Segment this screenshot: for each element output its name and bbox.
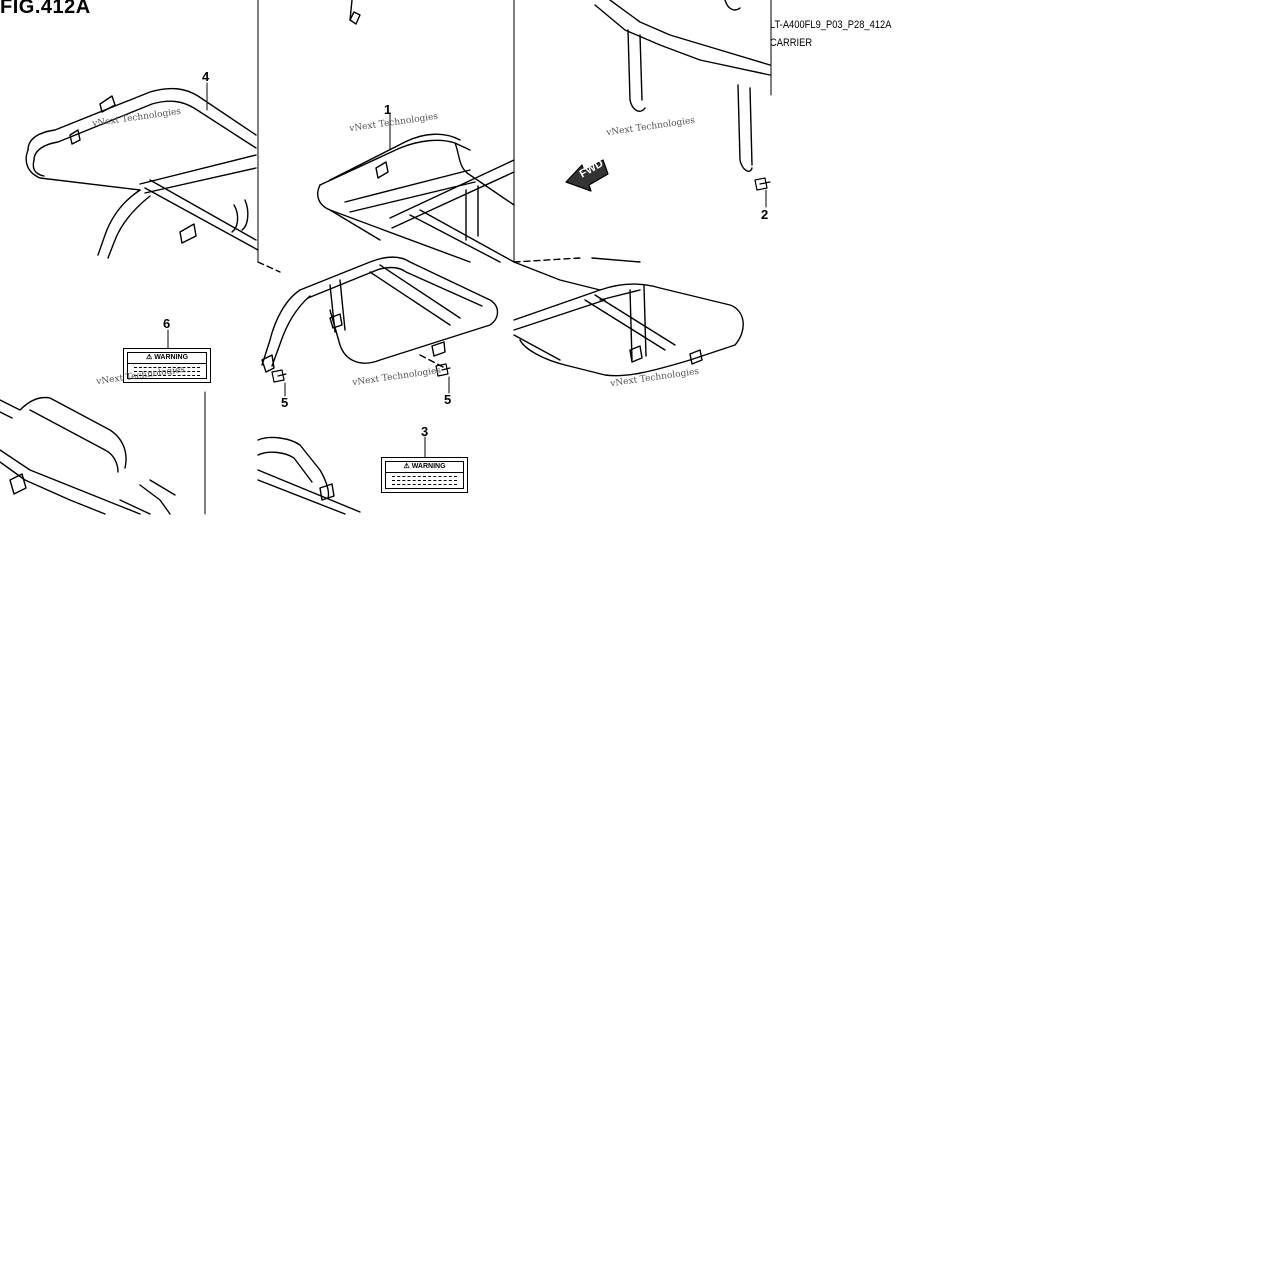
warning-label-part-3[interactable]: ⚠ WARNING <box>381 457 468 493</box>
warning-label-line <box>134 375 200 376</box>
warning-label-header: ⚠ WARNING <box>128 353 206 364</box>
bolt-part-5-left <box>271 369 287 383</box>
warning-label-border: ⚠ WARNING <box>385 461 464 489</box>
figure-title: FIG.412A <box>0 0 91 18</box>
warning-label-line <box>134 371 200 372</box>
warning-label-part-6[interactable]: ⚠ WARNING <box>123 348 211 383</box>
warning-label-line <box>392 480 457 481</box>
carrier-lower-detail <box>0 391 206 515</box>
callout-2[interactable]: 2 <box>761 207 769 222</box>
front-carrier-frame-part-1 <box>257 133 515 515</box>
warning-label-line <box>392 484 457 485</box>
warning-label-line <box>134 367 200 368</box>
panel-edges <box>257 0 772 263</box>
warning-label-text: WARNING <box>411 463 446 470</box>
callout-4[interactable]: 4 <box>202 69 210 84</box>
callout-5-left[interactable]: 5 <box>281 395 289 410</box>
callout-1[interactable]: 1 <box>384 102 392 117</box>
bolt-part-5-right <box>435 363 451 377</box>
rear-carrier-frame-part-4 <box>25 87 259 259</box>
callout-3[interactable]: 3 <box>421 424 429 439</box>
warning-label-header: ⚠ WARNING <box>386 462 463 473</box>
warning-triangle-icon: ⚠ <box>403 463 410 470</box>
warning-label-line <box>392 476 457 477</box>
callout-6[interactable]: 6 <box>163 316 171 331</box>
fwd-arrow-shape <box>565 159 609 192</box>
warning-label-text: WARNING <box>154 354 189 361</box>
model-code: LT-A400FL9_P03_P28_412A <box>770 19 892 31</box>
warning-triangle-icon: ⚠ <box>145 354 153 361</box>
section-name: CARRIER <box>770 37 813 49</box>
front-carrier-frame-detail <box>349 0 771 377</box>
callout-5-right[interactable]: 5 <box>444 392 452 407</box>
callout-leaders <box>167 82 767 458</box>
bolt-part-2 <box>754 177 771 191</box>
warning-label-border: ⚠ WARNING <box>127 352 207 379</box>
